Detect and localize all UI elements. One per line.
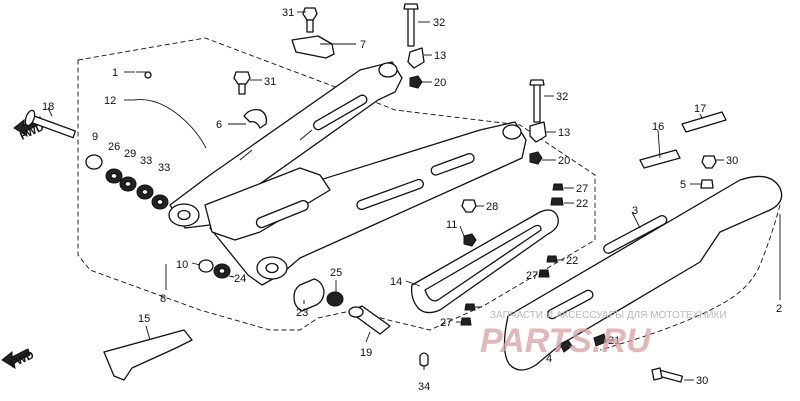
callout-30-top: 30 xyxy=(726,155,738,167)
bolts-27-22-right xyxy=(550,183,564,206)
callout-4: 4 xyxy=(546,353,552,365)
watermark: ЗАПЧАСТИ И АКСЕССУАРЫ ДЛЯ МОТОТЕХНИКИ PA… xyxy=(480,310,727,360)
bolt-30-bottom xyxy=(651,367,684,383)
callout-32-top: 32 xyxy=(433,17,445,29)
callout-5: 5 xyxy=(680,179,686,191)
callout-25: 25 xyxy=(330,267,342,279)
nut-11 xyxy=(463,233,477,247)
callout-9: 9 xyxy=(92,131,98,143)
bolts-22-27-mid xyxy=(460,255,558,326)
bushings-10-24 xyxy=(198,259,231,279)
callout-14: 14 xyxy=(390,276,402,288)
chain-slider-14 xyxy=(410,209,559,314)
nut-5 xyxy=(700,179,714,189)
decals-16-17 xyxy=(639,111,727,169)
callout-15: 15 xyxy=(138,313,150,325)
callout-26: 26 xyxy=(108,141,120,153)
bracket-7 xyxy=(291,35,335,59)
assembly-boundary xyxy=(77,37,596,331)
chain-adjuster-13-top xyxy=(407,47,425,69)
bolt-32-right xyxy=(529,79,545,123)
watermark-logo: PARTS.RU xyxy=(480,322,652,360)
bolt-30-top xyxy=(701,155,717,169)
drive-chain-2 xyxy=(599,204,781,351)
chain-guard-3 xyxy=(503,175,783,371)
callout-20-top: 20 xyxy=(434,77,446,89)
callout-31-top: 31 xyxy=(282,7,294,19)
callout-33-right: 33 xyxy=(158,162,170,174)
nut-34 xyxy=(419,352,429,367)
seals-26-29-33-33 xyxy=(105,168,169,210)
callout-19: 19 xyxy=(360,347,372,359)
callout-10: 10 xyxy=(176,259,188,271)
callout-31-mid: 31 xyxy=(264,76,276,88)
fwd-arrow-bottom-icon: FWD xyxy=(1,348,36,371)
callout-24: 24 xyxy=(234,273,246,285)
bracket-15 xyxy=(103,329,193,381)
callout-32-right: 32 xyxy=(556,91,568,103)
callout-13-right: 13 xyxy=(558,127,570,139)
callout-23: 23 xyxy=(296,307,308,319)
nut-20-right xyxy=(529,151,543,165)
callout-16: 16 xyxy=(652,121,664,133)
chain-adjuster-13-right xyxy=(529,121,547,143)
bushing-9 xyxy=(85,154,103,170)
bushing-23-25 xyxy=(293,278,344,312)
bolt-32-top xyxy=(403,3,419,47)
bolt-31-top xyxy=(302,7,318,33)
callout-17: 17 xyxy=(694,103,706,115)
callout-2: 2 xyxy=(776,303,782,315)
nut-20-top xyxy=(409,75,423,89)
callout-33-left: 33 xyxy=(140,155,152,167)
callout-11: 11 xyxy=(446,219,457,231)
callout-29: 29 xyxy=(124,148,136,160)
watermark-caption: ЗАПЧАСТИ И АКСЕССУАРЫ ДЛЯ МОТОТЕХНИКИ xyxy=(490,310,727,321)
callout-18: 18 xyxy=(42,101,54,113)
callout-30-bottom: 30 xyxy=(696,375,708,387)
callout-13-top: 13 xyxy=(434,50,446,62)
callout-22-right: 22 xyxy=(576,198,588,210)
leader-lines xyxy=(47,11,781,381)
callout-labels: 31 32 7 13 20 31 1 12 6 18 9 26 29 33 33… xyxy=(42,7,782,393)
callout-27-low: 27 xyxy=(440,317,452,329)
collar-19 xyxy=(348,305,391,335)
callout-6: 6 xyxy=(216,119,222,131)
callout-27-mid: 27 xyxy=(526,270,538,282)
callout-1: 1 xyxy=(112,67,118,79)
callout-8: 8 xyxy=(160,293,166,305)
clamp-6 xyxy=(243,108,268,129)
callout-27-right: 27 xyxy=(576,183,588,195)
chain-adjusters-4-21 xyxy=(559,333,607,353)
callout-3: 3 xyxy=(632,205,638,217)
callout-12: 12 xyxy=(104,95,116,107)
callout-28: 28 xyxy=(486,201,498,213)
pivot-bolt-18 xyxy=(24,109,77,139)
callout-20-right: 20 xyxy=(558,155,570,167)
callout-21: 21 xyxy=(608,335,620,347)
callout-34: 34 xyxy=(418,381,430,393)
bolt-31-mid xyxy=(233,71,251,95)
callout-22-mid: 22 xyxy=(566,255,578,267)
bolt-28 xyxy=(461,199,477,213)
swingarm xyxy=(168,61,527,286)
pin-1 xyxy=(136,71,152,79)
hose-12 xyxy=(133,99,207,149)
callout-7: 7 xyxy=(360,39,366,51)
